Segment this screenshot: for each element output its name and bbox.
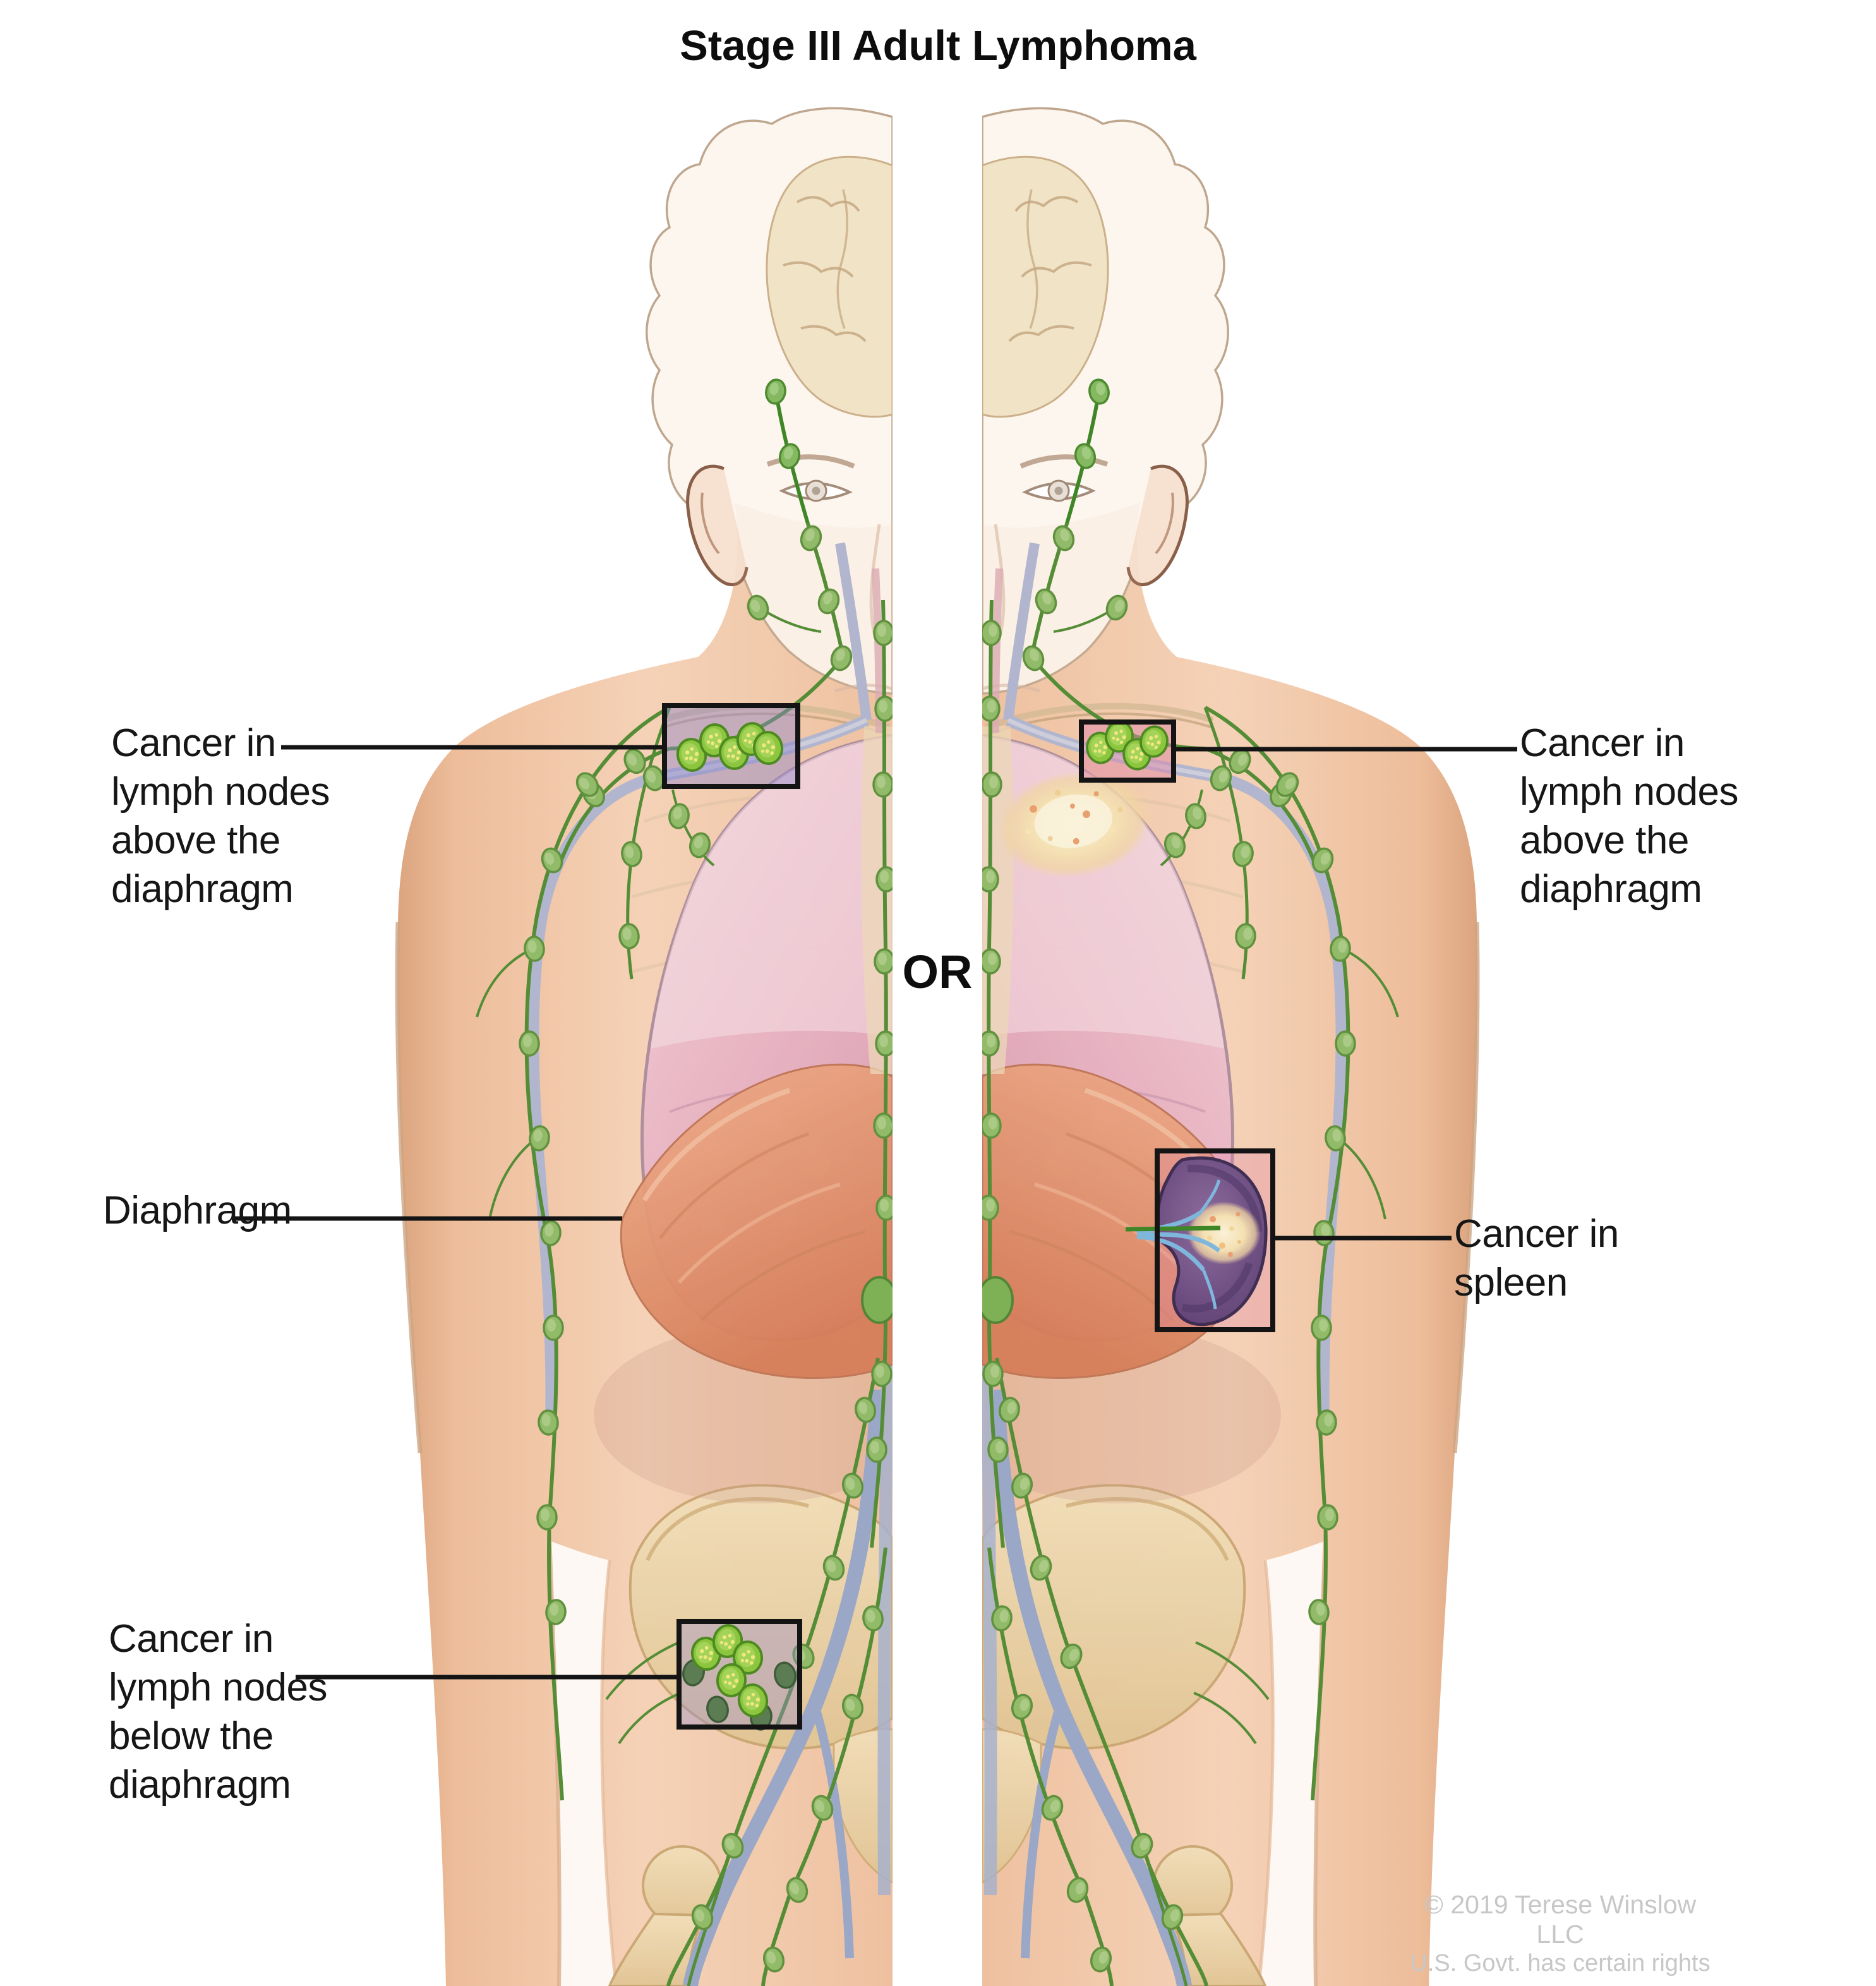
- left-pelvic-callout-box: [676, 1619, 802, 1732]
- copyright-line1: © 2019 Terese Winslow LLC: [1424, 1890, 1697, 1949]
- label-cancer-lymph-above-right: Cancer in lymph nodes above the diaphrag…: [1520, 721, 1739, 911]
- lung-cancer-mass: [997, 771, 1151, 878]
- spleen: [1125, 1156, 1268, 1327]
- copyright-line2: U.S. Govt. has certain rights: [1410, 1950, 1711, 1977]
- label-cancer-lymph-above-left: Cancer in lymph nodes above the diaphrag…: [111, 721, 330, 911]
- page-title: Stage III Adult Lymphoma: [680, 22, 1196, 69]
- label-diaphragm: Diaphragm: [103, 1189, 292, 1232]
- label-cancer-in-spleen: Cancer in spleen: [1454, 1212, 1619, 1304]
- right-clavicle-callout-box: [1079, 718, 1176, 783]
- label-cancer-lymph-below-left: Cancer in lymph nodes below the diaphrag…: [109, 1617, 328, 1807]
- figure-right: [953, 108, 1477, 1986]
- copyright-notice: © 2019 Terese Winslow LLC U.S. Govt. has…: [1409, 1890, 1712, 1977]
- spleen-callout-box: [1125, 1148, 1275, 1332]
- figure-left: [397, 108, 922, 1986]
- left-clavicle-callout-box: [662, 703, 800, 789]
- spleen-cancer-mass: [1188, 1201, 1261, 1265]
- leader-lines: [235, 745, 1517, 1680]
- or-separator: OR: [902, 946, 973, 998]
